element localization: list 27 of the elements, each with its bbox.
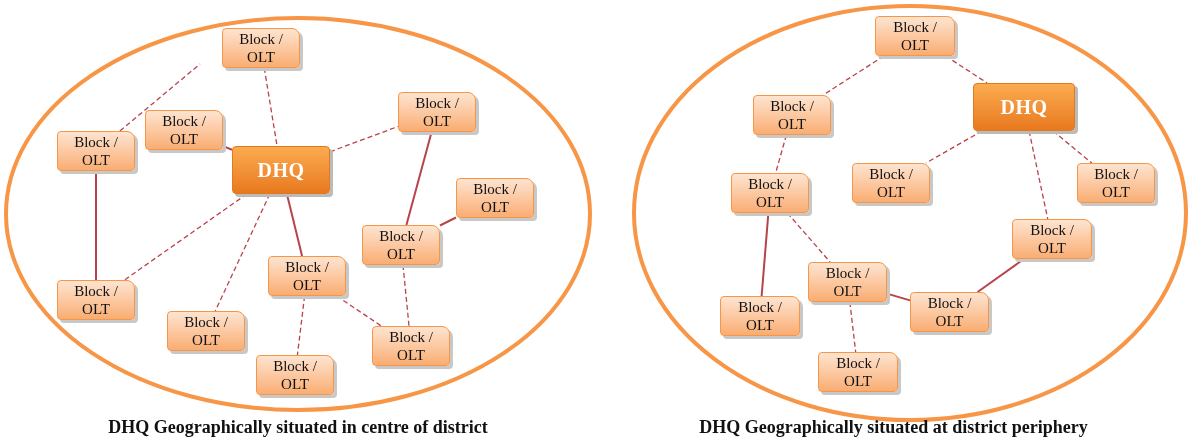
block-olt-box: Block / OLT [398,92,476,132]
link-line [119,63,201,132]
block-olt-box: Block / OLT [372,326,450,366]
block-olt-box: Block / OLT [222,28,300,68]
block-olt-box: Block / OLT [852,163,930,203]
block-olt-box: Block / OLT [818,352,898,392]
block-olt-box: Block / OLT [362,225,440,265]
block-olt-box: Block / OLT [731,173,809,213]
dhq-box: DHQ [973,83,1075,131]
block-olt-box: Block / OLT [268,256,346,296]
block-olt-box: Block / OLT [256,355,334,395]
link-line [439,216,457,227]
block-olt-box: Block / OLT [57,280,135,320]
block-olt-box: Block / OLT [910,292,989,332]
block-olt-box: Block / OLT [1012,219,1092,259]
block-olt-box: Block / OLT [57,131,135,171]
dhq-box: DHQ [232,146,330,194]
block-olt-box: Block / OLT [753,95,831,135]
block-olt-box: Block / OLT [145,110,223,150]
block-olt-box: Block / OLT [875,16,955,56]
block-olt-box: Block / OLT [808,262,887,302]
block-olt-box: Block / OLT [167,311,245,351]
block-olt-box: Block / OLT [1077,163,1155,203]
block-olt-box: Block / OLT [720,296,800,336]
block-olt-box: Block / OLT [456,178,534,218]
district-caption: DHQ Geographically situated at district periphery [698,416,1089,439]
district-caption: DHQ Geographically situated in centre of district [107,416,489,439]
